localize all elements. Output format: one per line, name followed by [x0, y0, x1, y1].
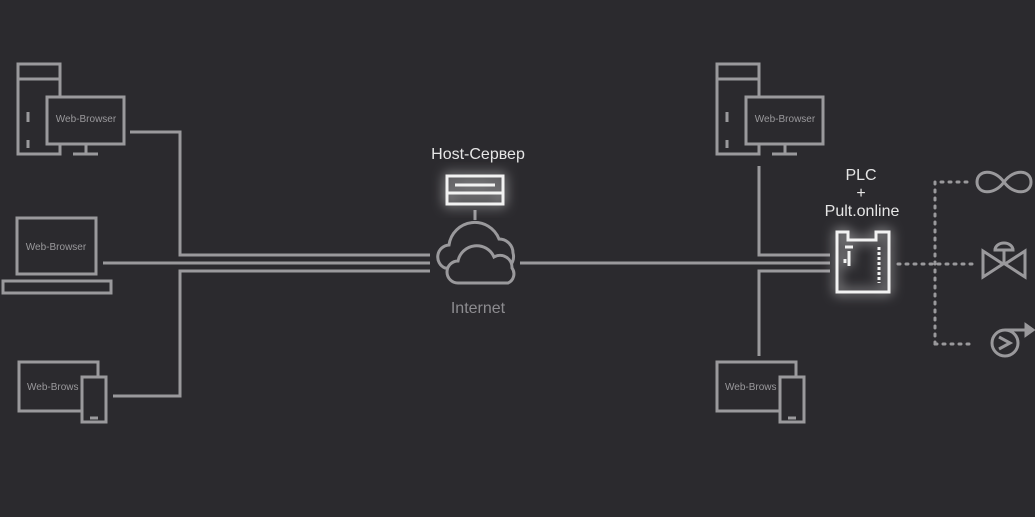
fan-icon	[975, 170, 1033, 194]
cloud-icon	[436, 220, 516, 285]
server-icon	[445, 174, 505, 206]
link-tablet-left	[113, 269, 430, 398]
plc-controller-icon	[835, 230, 891, 294]
web-browser-label: Web-Browser	[26, 242, 87, 253]
link-tablet-right	[757, 269, 830, 356]
pump-icon	[990, 322, 1035, 358]
connection-lines	[103, 130, 830, 398]
link-desktop-left	[130, 130, 430, 257]
host-server-label: Host-Сервер	[431, 146, 525, 163]
field-links	[896, 180, 977, 346]
pult-online-label: Pult.online	[825, 203, 900, 220]
web-browser-label: Web-Brows	[27, 382, 79, 393]
laptop-icon	[1, 216, 113, 295]
link-desktop-right	[757, 166, 830, 257]
desktop-pc-icon	[715, 62, 825, 156]
web-browser-label: Web-Brows	[725, 382, 777, 393]
tablet-phone-icon	[17, 360, 108, 424]
plc-label: PLC	[845, 167, 876, 184]
desktop-pc-icon	[16, 62, 126, 156]
plc-plus-label: +	[856, 185, 865, 202]
web-browser-label: Web-Browser	[755, 114, 816, 125]
web-browser-label: Web-Browser	[56, 114, 117, 125]
valve-icon	[981, 241, 1027, 280]
internet-label: Internet	[451, 300, 506, 317]
tablet-phone-icon	[715, 360, 806, 424]
